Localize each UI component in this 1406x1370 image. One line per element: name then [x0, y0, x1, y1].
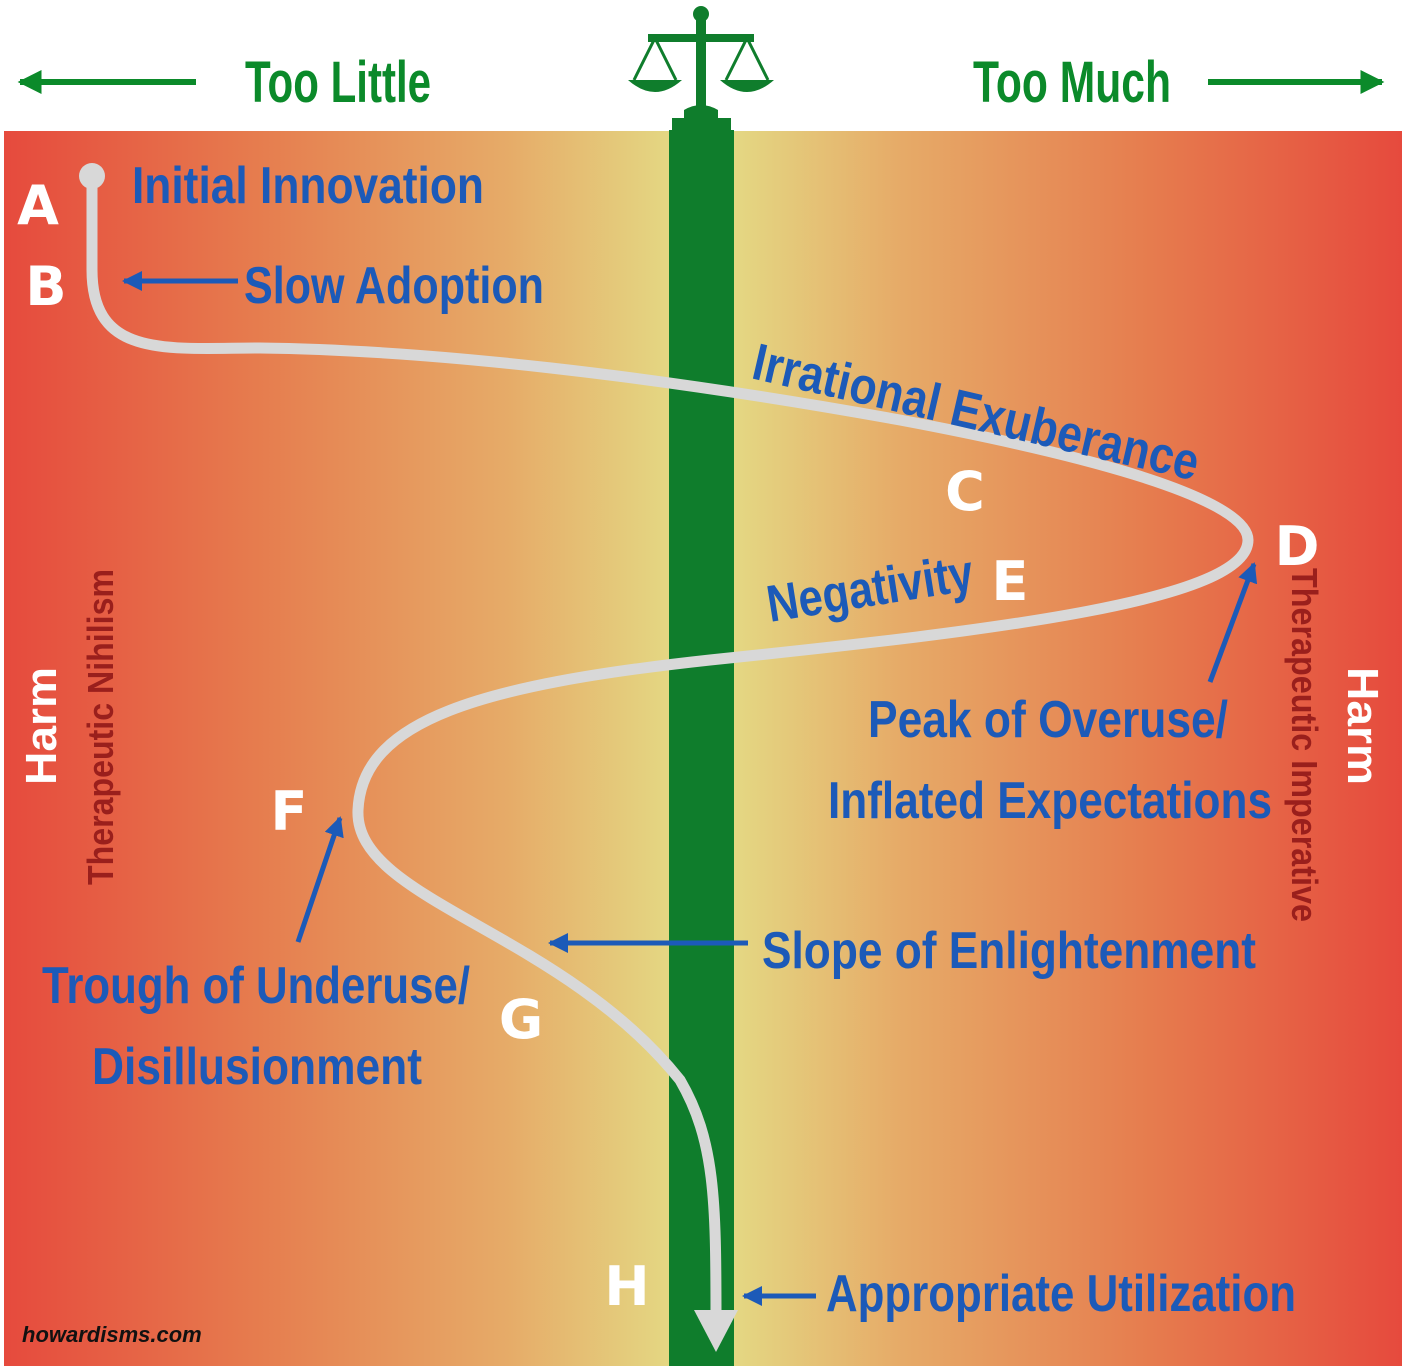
too-little-label: Too Little	[245, 50, 431, 115]
scales-icon	[628, 6, 774, 130]
appropriate-utilization-label: Appropriate Utilization	[826, 1265, 1296, 1323]
right-therapeutic-imperative-label: Therapeutic Imperative	[1284, 568, 1325, 922]
peak-label-line1: Peak of Overuse/	[868, 691, 1228, 749]
point-b: B	[25, 255, 66, 318]
initial-innovation-label: Initial Innovation	[132, 157, 484, 215]
trough-arrow	[295, 816, 344, 943]
slope-label: Slope of Enlightenment	[762, 922, 1256, 980]
trough-label-line2: Disillusionment	[92, 1038, 422, 1096]
point-c: C	[945, 460, 985, 523]
left-therapeutic-nihilism-label: Therapeutic Nihilism	[80, 569, 121, 885]
point-d: D	[1275, 515, 1320, 578]
slow-adoption-label: Slow Adoption	[244, 257, 544, 315]
left-harm-label: Harm	[17, 667, 66, 785]
adoption-curve	[86, 172, 1254, 1326]
site-credit: howardisms.com	[22, 1322, 202, 1347]
point-a: A	[17, 174, 59, 237]
point-h: H	[604, 1255, 649, 1318]
balance-pillar	[669, 130, 734, 1366]
curve-end-arrowhead	[694, 1310, 738, 1352]
point-g: G	[499, 988, 543, 1051]
point-e: E	[992, 550, 1029, 613]
trough-label-line1: Trough of Underuse/	[42, 957, 470, 1015]
curve-start-dot	[79, 163, 105, 189]
too-much-label: Too Much	[973, 50, 1171, 115]
point-f: F	[271, 780, 308, 843]
peak-label-line2: Inflated Expectations	[828, 772, 1272, 830]
right-harm-label: Harm	[1338, 667, 1387, 785]
peak-arrow	[1207, 562, 1258, 683]
